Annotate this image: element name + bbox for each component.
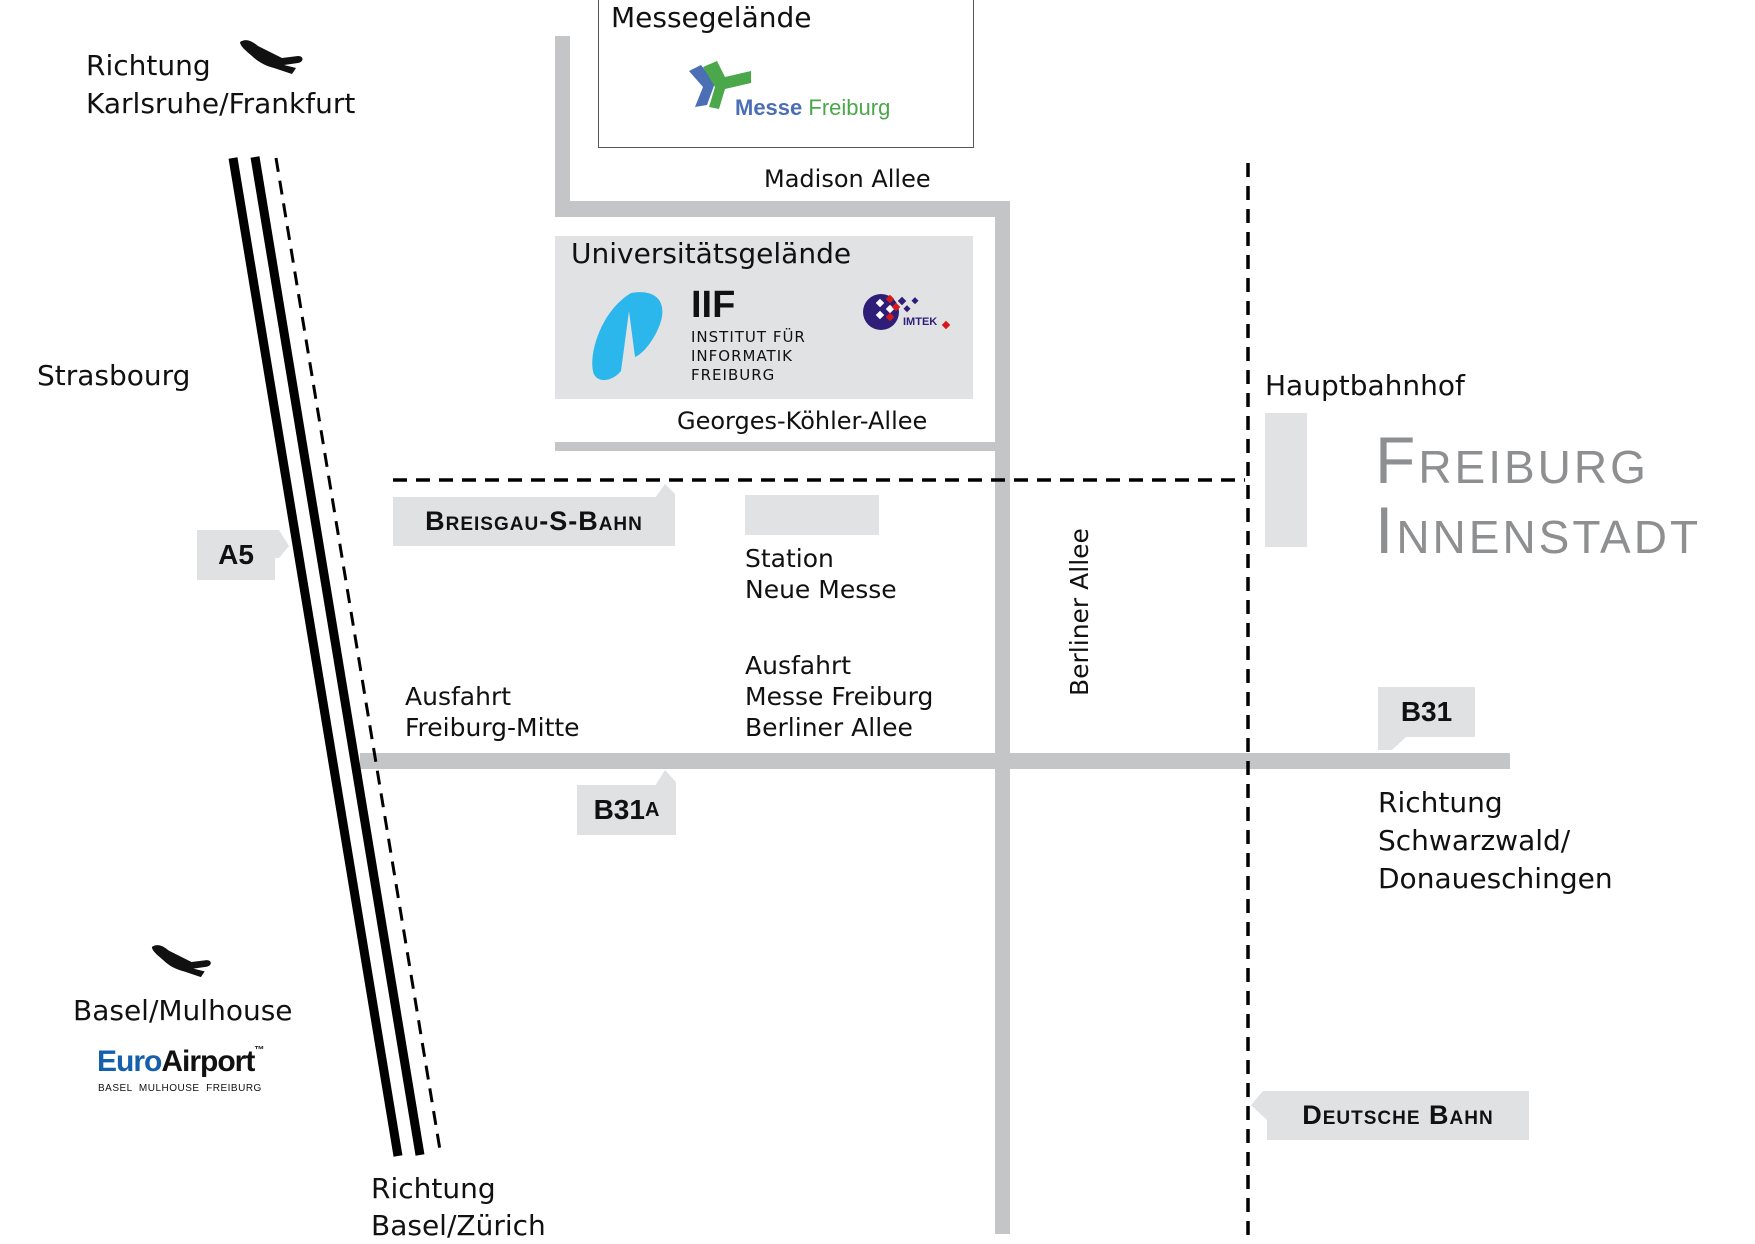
direction-north-line2: Karlsruhe/Frankfurt [86,87,356,120]
berliner-allee-road [995,201,1010,1234]
madison-allee-road-vertical [555,36,570,216]
tag-b31a-pointer [655,770,676,786]
tag-breisgau-s-bahn[interactable]: Breisgau-S-Bahn [393,497,675,546]
tag-a5-pointer [275,530,289,558]
a5-railway-line [274,157,442,1151]
hauptbahnhof-label: Hauptbahnhof [1265,369,1465,402]
messe-freiburg-logo-icon [689,61,751,109]
exit-messe-line2: Messe Freiburg [745,682,934,711]
direction-east-line3: Donaueschingen [1378,862,1613,895]
tag-deutsche-bahn-pointer [1251,1091,1268,1121]
imtek-logo-icon [863,294,951,330]
hauptbahnhof-platform [1265,413,1307,547]
euroairport-subtitle: BASEL MULHOUSE FREIBURG [98,1083,262,1094]
street-berliner-allee: Berliner Allee [1065,528,1094,696]
street-georges-koehler-allee: Georges-Köhler-Allee [677,407,928,435]
euroairport-airport: Airport [161,1045,255,1078]
tag-b31-pointer [1378,737,1406,750]
tag-b31a-main: B31 [593,794,645,825]
a5-carriageway-west [228,157,403,1157]
messe-logo-word2: Freiburg [808,95,891,120]
euroairport-tm: ™ [254,1045,264,1056]
exit-messe-line1: Ausfahrt [745,651,852,680]
city-line2: Innenstadt [1375,493,1702,567]
airplane-icon [240,40,303,74]
direction-south-line2: Basel/Zürich [371,1209,546,1242]
messe-freiburg-logo-text: Messe Freiburg [735,95,890,121]
iif-line2: INFORMATIK [691,347,793,365]
imtek-label: IMTEK [903,316,938,328]
a5-carriageway-east [250,156,425,1156]
euroairport-euro: Euro [97,1045,162,1078]
direction-west: Strasbourg [37,359,191,392]
euroairport-logo: EuroAirport™ [97,1045,264,1079]
station-line1: Station [745,544,834,573]
tag-b31[interactable]: B31 [1378,687,1475,737]
direction-south-line1: Richtung [371,1172,496,1205]
station-line2: Neue Messe [745,575,897,604]
station-neue-messe-label: Station Neue Messe [745,543,897,605]
messegelaende-title: Messegelände [611,1,812,34]
exit-messe-line3: Berliner Allee [745,713,913,742]
iif-name: INSTITUT FÜR INFORMATIK FREIBURG [691,328,806,385]
direction-south: Richtung Basel/Zürich [371,1170,546,1244]
georges-koehler-allee-road [555,442,995,451]
universitaetsgelaende-title: Universitätsgelände [571,237,852,270]
exit-freiburg-mitte-label: Ausfahrt Freiburg-Mitte [405,681,580,743]
freiburg-innenstadt-label: Freiburg Innenstadt [1375,425,1701,565]
direction-east-line2: Schwarzwald/ [1378,824,1571,857]
street-madison-allee: Madison Allee [764,165,931,193]
tag-deutsche-bahn[interactable]: Deutsche Bahn [1267,1091,1529,1140]
airport-city-label: Basel/Mulhouse [73,994,293,1027]
iif-logo-icon [592,292,663,380]
iif-line1: INSTITUT FÜR [691,328,806,346]
direction-north-line1: Richtung [86,49,211,82]
direction-east-line1: Richtung [1378,786,1503,819]
iif-short: IIF [691,284,736,326]
messegelaende-area[interactable]: Messegelände Messe Freiburg [598,0,974,148]
exit-mitte-line1: Ausfahrt [405,682,512,711]
tag-b31a-suffix: A [644,798,660,821]
exit-messe-label: Ausfahrt Messe Freiburg Berliner Allee [745,650,933,743]
madison-allee-road [555,201,1010,217]
station-neue-messe-platform [745,495,879,535]
universitaetsgelaende-area[interactable]: Universitätsgelände IIF INSTITUT FÜR INF… [555,236,973,399]
tag-a5[interactable]: A5 [197,530,275,580]
tag-breisgau-s-bahn-pointer [655,484,675,498]
b31-road [360,753,1510,769]
direction-east: Richtung Schwarzwald/ Donaueschingen [1378,784,1613,898]
messe-logo-word1: Messe [735,95,803,120]
airplane-icon [151,945,211,978]
city-line1: Freiburg [1375,423,1649,497]
iif-line3: FREIBURG [691,366,776,384]
exit-mitte-line2: Freiburg-Mitte [405,713,580,742]
